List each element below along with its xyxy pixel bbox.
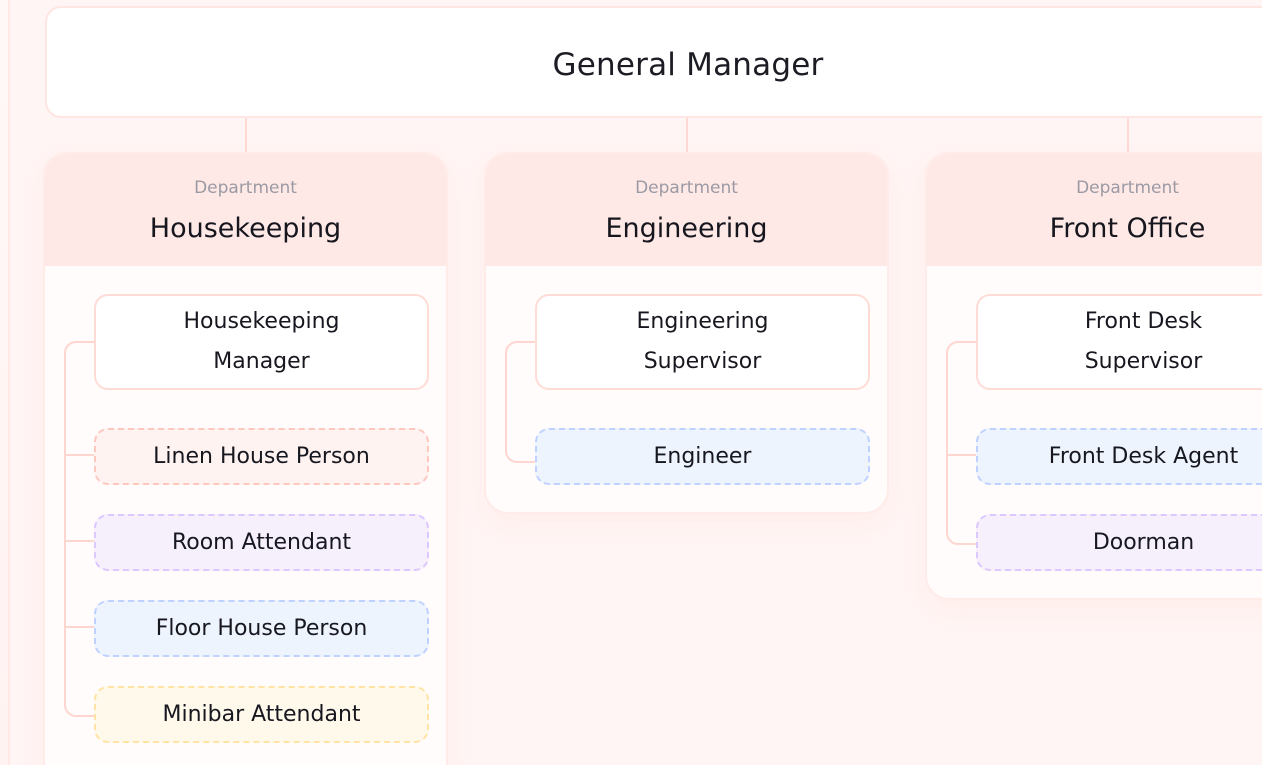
reporting-bracket: [64, 341, 96, 717]
role-minibar-attendant: Minibar Attendant: [94, 686, 429, 743]
role-line-2: Supervisor: [643, 349, 762, 374]
tick-floor-house-person: [64, 626, 96, 628]
role-label: Linen House Person: [153, 444, 370, 469]
role-engineer: Engineer: [535, 428, 870, 485]
tick-room-attendant: [64, 540, 96, 542]
role-housekeeping-manager: Housekeeping Manager: [94, 294, 429, 390]
connector-housekeeping: [245, 118, 247, 152]
department-name: Engineering: [605, 213, 768, 244]
role-doorman: Doorman: [976, 514, 1262, 571]
connector-engineering: [686, 118, 688, 152]
department-housekeeping: Department Housekeeping Housekeeping Man…: [43, 152, 448, 765]
role-front-desk-supervisor: Front Desk Supervisor: [976, 294, 1262, 390]
department-front-office: Department Front Office Front Desk Super…: [925, 152, 1262, 600]
role-label: Doorman: [1092, 530, 1195, 555]
general-manager-card: General Manager: [45, 6, 1262, 118]
role-label: Minibar Attendant: [162, 702, 361, 727]
reporting-bracket: [505, 341, 537, 463]
department-kicker: Department: [1076, 178, 1179, 198]
connector-front-office: [1127, 118, 1129, 152]
department-kicker: Department: [635, 178, 738, 198]
general-manager-title: General Manager: [552, 47, 824, 83]
role-label: Engineer: [653, 444, 752, 469]
role-line-1: Housekeeping: [183, 309, 340, 334]
department-engineering: Department Engineering Engineering Super…: [484, 152, 889, 514]
role-line-1: Front Desk: [1084, 309, 1203, 334]
role-floor-house-person: Floor House Person: [94, 600, 429, 657]
role-label: Front Desk Agent: [1048, 444, 1239, 469]
reporting-bracket: [946, 341, 978, 545]
role-label: Floor House Person: [155, 616, 368, 641]
department-name: Front Office: [1049, 213, 1206, 244]
tick-linen-house-person: [64, 454, 96, 456]
role-front-desk-agent: Front Desk Agent: [976, 428, 1262, 485]
role-engineering-supervisor: Engineering Supervisor: [535, 294, 870, 390]
role-linen-house-person: Linen House Person: [94, 428, 429, 485]
tick-front-desk-agent: [946, 454, 978, 456]
role-room-attendant: Room Attendant: [94, 514, 429, 571]
role-label: Room Attendant: [171, 530, 352, 555]
department-header: Department Housekeeping: [45, 154, 446, 266]
department-header: Department Front Office: [927, 154, 1262, 266]
department-name: Housekeeping: [149, 213, 342, 244]
role-line-2: Supervisor: [1084, 349, 1203, 374]
role-line-1: Engineering: [636, 309, 769, 334]
department-kicker: Department: [194, 178, 297, 198]
role-line-2: Manager: [213, 349, 310, 374]
department-header: Department Engineering: [486, 154, 887, 266]
